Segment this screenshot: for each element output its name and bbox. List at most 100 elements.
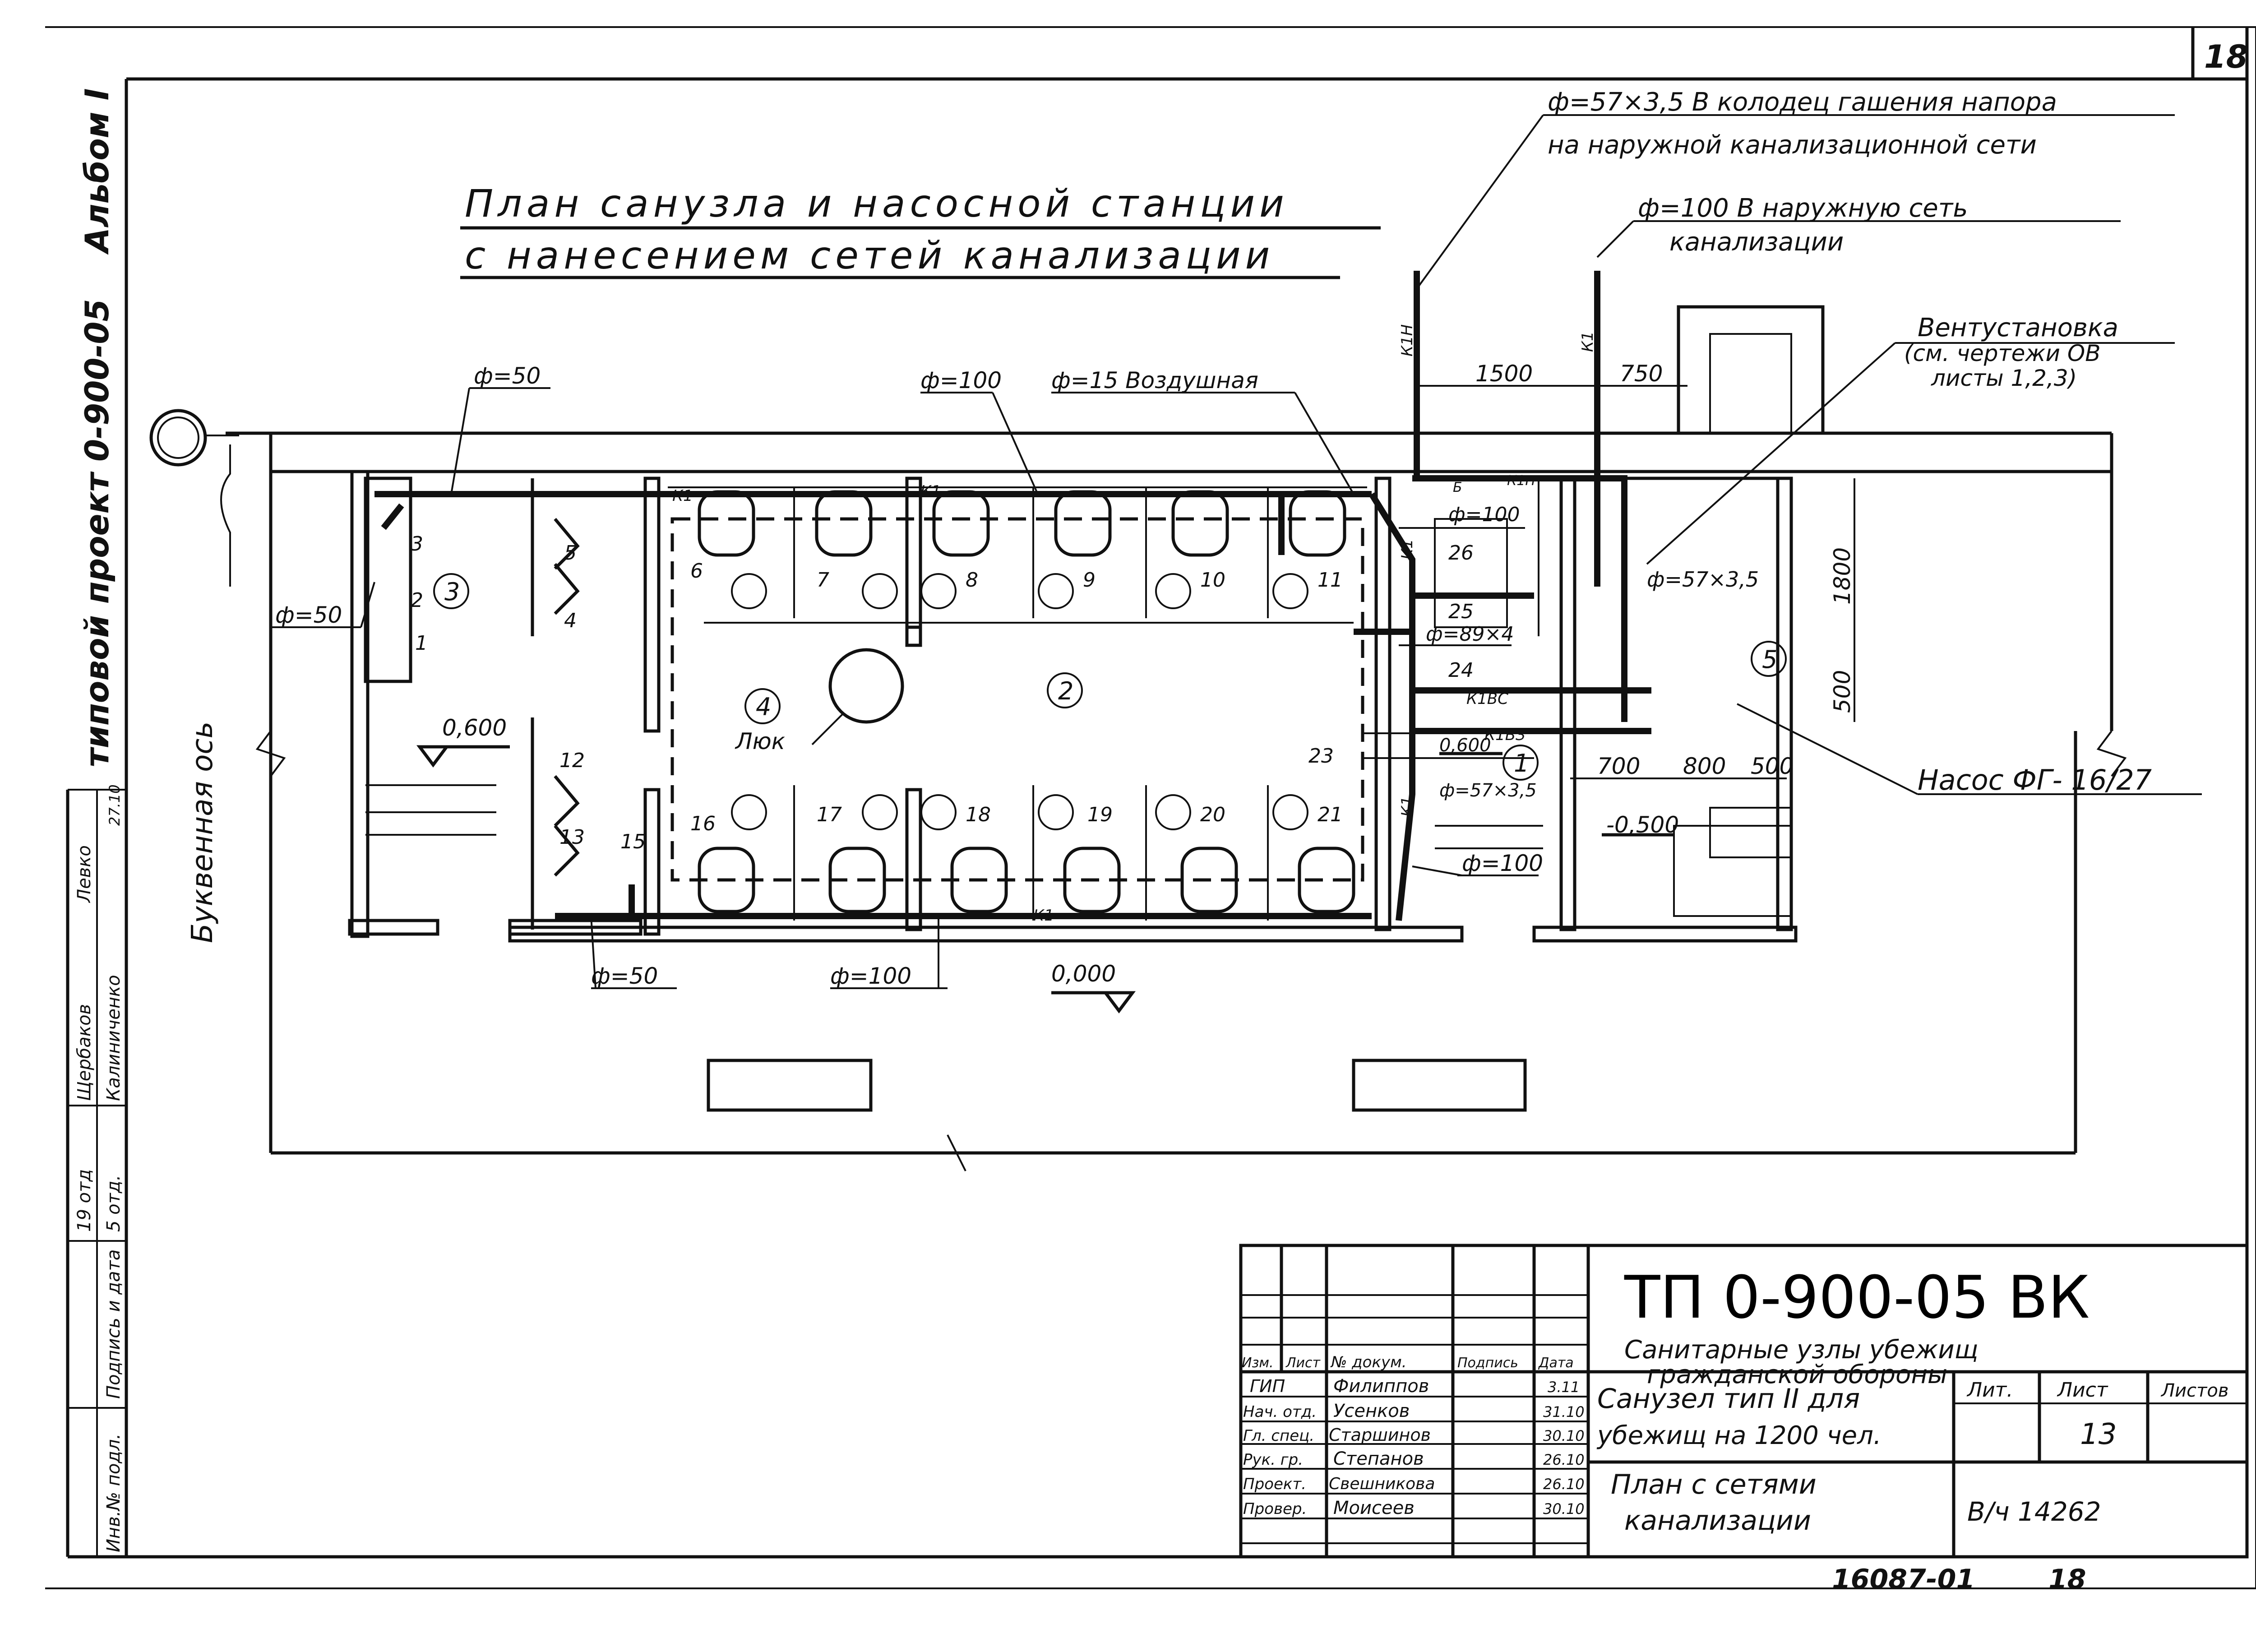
fixture-9: 9 (1083, 569, 1096, 592)
dim-500h: 500 (1751, 753, 1794, 779)
axis-marker (149, 409, 207, 467)
fixture-3: 3 (411, 532, 423, 555)
washbasin-circles (731, 573, 1308, 830)
dept-1: 19 отд (74, 1169, 95, 1232)
tb-lit-label: Лит. (1966, 1379, 2013, 1402)
room-outlines (348, 305, 1825, 943)
sign-date-label: Подпись и дата (103, 1249, 124, 1399)
dim-750: 750 (1620, 361, 1663, 387)
tb-role-3: Рук. гр. (1243, 1451, 1303, 1469)
tb-date-0: 3.11 (1548, 1379, 1580, 1396)
room-circles (433, 573, 1787, 781)
fixture-4: 4 (564, 609, 577, 632)
fixture-24: 24 (1448, 659, 1474, 682)
room-number-4: 4 (756, 693, 771, 721)
album-label: Альбом I (78, 88, 116, 255)
leader-lines (271, 114, 2202, 989)
tag-k1n-a: К1Н (1398, 324, 1416, 356)
tag-k1-d: К1 (1398, 796, 1416, 817)
plan-title-1: План санузла и насосной станции (465, 181, 1289, 226)
level-0600: 0,600 (442, 715, 507, 741)
tb-listov-label: Листов (2160, 1380, 2228, 1401)
fixture-5: 5 (564, 541, 577, 565)
tag-k1vz: К1ВЗ (1484, 726, 1526, 744)
plan-title-2: с нанесением сетей канализации (465, 233, 1274, 278)
tb-person-2: Старшинов (1329, 1425, 1431, 1445)
tb-h-izm: Изм. (1242, 1355, 1274, 1371)
signer-1: Щербаков (74, 1004, 95, 1101)
fixture-26: 26 (1448, 541, 1474, 565)
toilet-row-top (698, 490, 1346, 557)
fixture-7: 7 (817, 569, 829, 592)
fixture-15: 15 (620, 830, 646, 853)
signer-2: Калиниченко (103, 975, 124, 1101)
dim-1500: 1500 (1475, 361, 1533, 387)
bottom-openings (707, 1059, 1527, 1112)
stall-partitions (668, 486, 1367, 921)
tb-role-4: Проект. (1243, 1475, 1306, 1493)
dim-700: 700 (1597, 753, 1640, 779)
left-strip: Альбом I типовой проект 0-900-05 Щербако… (68, 88, 126, 1557)
tb-date-1: 31.10 (1543, 1403, 1585, 1421)
inv-label: Инв.№ подл. (103, 1434, 124, 1552)
corner-sheet-number: 18 (2204, 38, 2248, 75)
tag-k1-e: К1 (1398, 539, 1416, 560)
level-m0500: -0,500 (1606, 812, 1679, 838)
tb-person-0: Филиппов (1333, 1376, 1429, 1397)
tb-role-0: ГИП (1250, 1376, 1285, 1396)
hatch-circle (828, 648, 904, 724)
tb-plan-2: канализации (1624, 1505, 1811, 1536)
callout-pipe-57-2: на наружной канализационной сети (1548, 130, 2037, 160)
room-number-1: 1 (1514, 749, 1529, 777)
tb-inv: В/ч 14262 (1967, 1496, 2101, 1527)
fixture-13: 13 (559, 826, 585, 849)
dept-2: 5 отд. (103, 1175, 124, 1232)
tag-k1-a: К1 (672, 487, 693, 505)
dim-500v: 500 (1829, 670, 1855, 713)
tag-k1vs: К1ВС (1466, 690, 1508, 708)
tb-person-5: Моисеев (1333, 1498, 1415, 1518)
fixture-18: 18 (966, 803, 991, 826)
tag-k1n-b: К1Н (1507, 473, 1535, 489)
callout-vent-1: Вентустановка (1918, 313, 2118, 342)
tb-date-3: 26.10 (1543, 1451, 1585, 1468)
tb-name-1: Санитарные узлы убежищ (1624, 1335, 1978, 1365)
fixture-25: 25 (1448, 600, 1474, 623)
callout-d50-top: ф=50 (474, 363, 541, 389)
tag-b: Б (1453, 480, 1462, 495)
callout-d50-bottom: ф=50 (591, 963, 658, 989)
footer-code: 16087-01 (1832, 1564, 1975, 1595)
callout-d57-box: ф=57×3,5 (1647, 567, 1759, 592)
room-number-5: 5 (1762, 645, 1777, 674)
tb-h-list: Лист (1285, 1355, 1321, 1371)
callout-vent-2: (см. чертежи ОВ (1904, 340, 2101, 366)
callout-d89: ф=89×4 (1426, 623, 1514, 646)
fixture-23: 23 (1308, 745, 1334, 768)
callout-pipe-100-1: ф=100 В наружную сеть (1638, 194, 1968, 223)
tag-k1-c: К1 (1033, 907, 1054, 925)
sheet-frame (45, 26, 2256, 1589)
axis-label: Буквенная ось (186, 722, 219, 943)
fixture-6: 6 (690, 560, 703, 583)
tb-list-value: 13 (2080, 1418, 2117, 1451)
fixture-8: 8 (966, 569, 978, 592)
tb-date-4: 26.10 (1543, 1476, 1585, 1493)
fixture-2: 2 (411, 589, 423, 612)
tb-list-label: Лист (2057, 1379, 2108, 1402)
tb-person-1: Усенков (1333, 1401, 1410, 1421)
toilet-row-bottom (698, 847, 1355, 913)
sewer-pipes (374, 271, 1651, 921)
fixture-16: 16 (690, 812, 716, 835)
tb-person-3: Степанов (1333, 1448, 1424, 1469)
fixture-12: 12 (559, 749, 585, 772)
tag-k1-b: К1 (920, 482, 941, 500)
fixture-20: 20 (1200, 803, 1225, 826)
tb-h-doc: № докум. (1330, 1353, 1407, 1371)
dimension-lines (1363, 385, 1855, 779)
tb-date-5: 30.10 (1543, 1500, 1585, 1518)
callout-d100-r1: ф=100 (1448, 503, 1520, 526)
dim-1800: 1800 (1829, 547, 1855, 605)
tb-subject-2: убежищ на 1200 чел. (1596, 1421, 1882, 1450)
